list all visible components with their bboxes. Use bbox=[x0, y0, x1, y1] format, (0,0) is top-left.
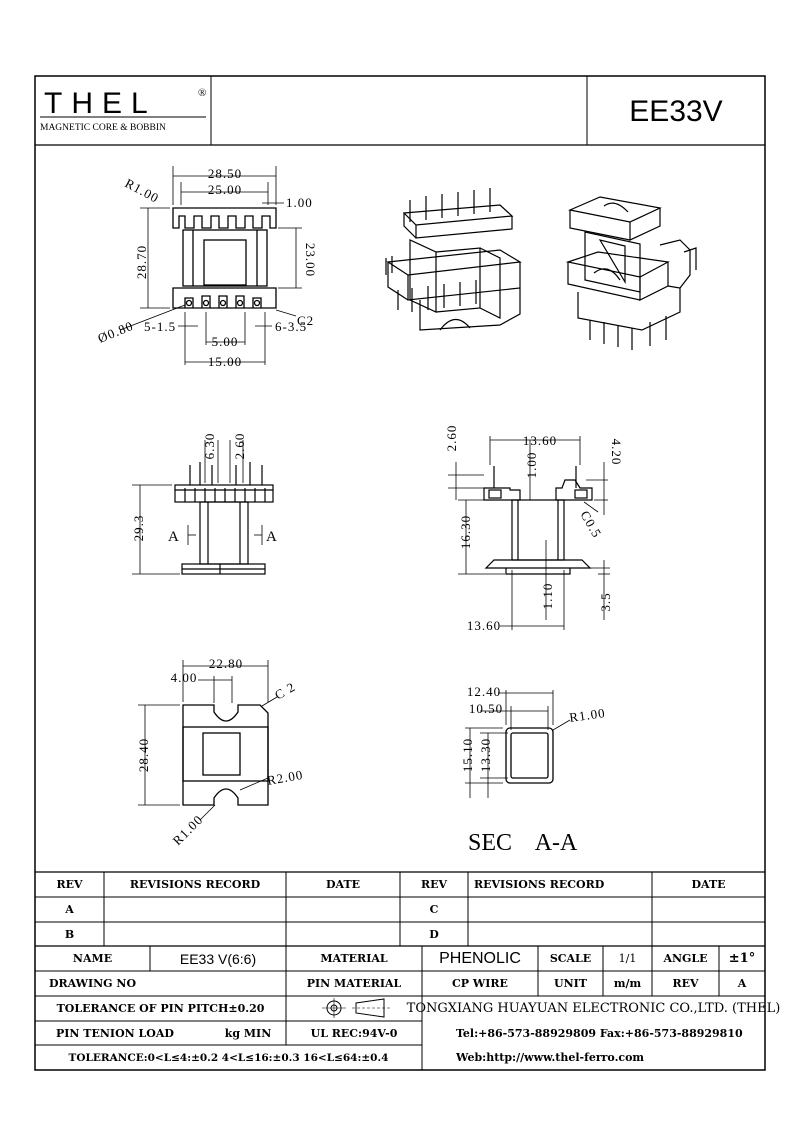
side-view bbox=[483, 466, 593, 575]
svg-text:®: ® bbox=[198, 87, 206, 99]
thel-logo: THEL ® MAGNETIC CORE & BOBBIN bbox=[40, 87, 206, 133]
svg-text:5.00: 5.00 bbox=[212, 334, 239, 349]
svg-text:5-1.5: 5-1.5 bbox=[144, 319, 176, 334]
svg-text:R1.00: R1.00 bbox=[123, 175, 162, 205]
svg-text:MAGNETIC CORE & BOBBIN: MAGNETIC CORE & BOBBIN bbox=[40, 123, 166, 133]
name-label: NAME bbox=[72, 952, 113, 965]
svg-text:3.5: 3.5 bbox=[598, 592, 613, 611]
rev-c: C bbox=[429, 903, 439, 916]
scale-value: 1/1 bbox=[618, 952, 637, 965]
front-view-dimensions: 6.30 2.60 29.3 A A bbox=[131, 433, 278, 575]
svg-text:A: A bbox=[168, 529, 180, 545]
angle-value: ±1° bbox=[728, 951, 756, 966]
svg-text:13.30: 13.30 bbox=[478, 738, 493, 772]
rev-label: REV bbox=[672, 977, 699, 990]
section-dimensions: 12.40 10.50 R1.00 15.10 13.30 SEC A-A bbox=[460, 684, 606, 856]
date-header: DATE bbox=[325, 878, 361, 891]
angle-label: ANGLE bbox=[663, 952, 708, 965]
svg-text:4.00: 4.00 bbox=[171, 670, 198, 685]
svg-text:2.60: 2.60 bbox=[232, 433, 247, 460]
pin-material-value: CP WIRE bbox=[452, 977, 508, 990]
svg-text:28.40: 28.40 bbox=[136, 738, 151, 772]
side-view-dimensions: 2.60 13.60 1.00 4.20 C0.5 16.30 1.10 3.5… bbox=[444, 425, 624, 633]
svg-text:R1.00: R1.00 bbox=[170, 812, 206, 848]
rev-b: B bbox=[64, 927, 75, 941]
svg-text:6.30: 6.30 bbox=[202, 433, 217, 460]
rev-a: A bbox=[65, 903, 74, 916]
dim-top-width: 28.50 bbox=[208, 166, 242, 181]
svg-text:15.00: 15.00 bbox=[208, 354, 242, 369]
front-view bbox=[174, 462, 274, 575]
pin-tenion-load: PIN TENION LOAD bbox=[56, 1026, 174, 1040]
svg-text:6-3.5: 6-3.5 bbox=[275, 319, 307, 334]
date-header-2: DATE bbox=[691, 878, 726, 891]
svg-text:29.3: 29.3 bbox=[131, 515, 146, 542]
rev-header: REV bbox=[56, 878, 83, 891]
material-value: PHENOLIC bbox=[439, 949, 521, 967]
svg-text:1.10: 1.10 bbox=[540, 583, 555, 610]
svg-text:12.40: 12.40 bbox=[467, 684, 501, 699]
svg-text:C 2: C 2 bbox=[272, 679, 298, 703]
revisions-record-header-2: REVISIONS RECORD bbox=[474, 878, 605, 891]
svg-text:THEL: THEL bbox=[44, 87, 157, 120]
unit-value: m/m bbox=[613, 977, 642, 990]
svg-text:C0.5: C0.5 bbox=[577, 508, 604, 541]
website: Web:http://www.thel-ferro.com bbox=[456, 1051, 645, 1064]
rev-d: D bbox=[429, 927, 439, 941]
svg-text:2.60: 2.60 bbox=[444, 425, 459, 452]
top-view-dimensions: 28.50 25.00 1.00 R1.00 28.70 23.00 C2 Ø0… bbox=[96, 166, 318, 369]
svg-text:15.10: 15.10 bbox=[460, 738, 475, 772]
svg-text:1.00: 1.00 bbox=[286, 195, 313, 210]
kg-min: kg MIN bbox=[224, 1026, 272, 1040]
bottom-view bbox=[182, 704, 269, 806]
isometric-view-left bbox=[385, 188, 522, 331]
tolerance-pin-pitch: TOLERANCE OF PIN PITCH±0.20 bbox=[56, 1002, 265, 1015]
svg-text:Ø0.80: Ø0.80 bbox=[96, 318, 136, 346]
revisions-record-header: REVISIONS RECORD bbox=[129, 878, 261, 891]
svg-text:R2.00: R2.00 bbox=[266, 767, 304, 788]
name-value: EE33 V(6:6) bbox=[179, 950, 257, 967]
svg-text:C2: C2 bbox=[297, 313, 314, 328]
ul-rec: UL REC:94V-0 bbox=[310, 1026, 398, 1040]
svg-text:13.60: 13.60 bbox=[467, 618, 501, 633]
part-number: EE33V bbox=[629, 95, 722, 128]
svg-text:A: A bbox=[266, 529, 278, 545]
svg-text:23.00: 23.00 bbox=[303, 243, 318, 277]
sheet-border bbox=[34, 75, 766, 1071]
scale-label: SCALE bbox=[549, 952, 592, 965]
company-name: TONGXIANG HUAYUAN ELECTRONIC CO.,LTD. (T… bbox=[406, 1001, 781, 1016]
unit-label: UNIT bbox=[554, 977, 587, 990]
svg-text:4.20: 4.20 bbox=[609, 439, 624, 466]
drawing-no-label: DRAWING NO bbox=[48, 977, 137, 990]
svg-text:1.00: 1.00 bbox=[524, 452, 539, 479]
isometric-view-right bbox=[565, 196, 697, 350]
rev-header-2: REV bbox=[420, 878, 448, 891]
bottom-view-dimensions: 22.80 4.00 C 2 28.40 R2.00 R1.00 bbox=[136, 656, 304, 848]
title-block-grid bbox=[35, 871, 765, 1070]
pin-material-label: PIN MATERIAL bbox=[306, 977, 402, 990]
contact-info: Tel:+86-573-88929809 Fax:+86-573-8892981… bbox=[456, 1026, 743, 1040]
svg-text:25.00: 25.00 bbox=[208, 182, 242, 197]
section-label: SEC A-A bbox=[468, 830, 578, 856]
svg-text:16.30: 16.30 bbox=[458, 515, 473, 549]
rev-value: A bbox=[737, 977, 747, 990]
svg-text:R1.00: R1.00 bbox=[568, 705, 606, 725]
svg-text:22.80: 22.80 bbox=[209, 656, 243, 671]
svg-text:28.70: 28.70 bbox=[134, 245, 149, 279]
svg-text:10.50: 10.50 bbox=[469, 701, 503, 716]
top-view bbox=[172, 207, 277, 309]
section-a-a bbox=[505, 727, 554, 784]
svg-text:13.60: 13.60 bbox=[523, 433, 557, 448]
material-label: MATERIAL bbox=[320, 952, 388, 965]
tolerance-table: TOLERANCE:0<L≤4:±0.2 4<L≤16:±0.3 16<L≤64… bbox=[68, 1051, 389, 1064]
